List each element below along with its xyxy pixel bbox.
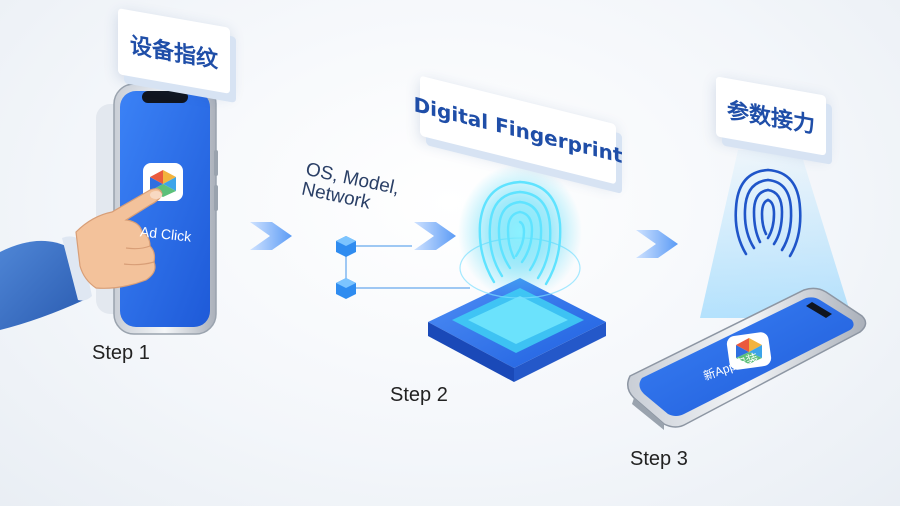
step2-label: Step 2	[390, 384, 448, 406]
phone-step3	[627, 287, 867, 430]
step1-label: Step 1	[92, 342, 150, 364]
label-card-text: 参数接力	[726, 98, 815, 139]
fingerprint-icon	[458, 164, 582, 300]
cube-node-icon	[336, 236, 356, 257]
fingerprint-icon	[734, 168, 802, 258]
chevron-right-icon	[250, 222, 292, 250]
cube-node-icon	[336, 278, 356, 299]
chevron-right-icon	[414, 222, 456, 250]
attribute-connectors	[345, 245, 470, 289]
chevron-right-icon	[636, 230, 678, 258]
step3-label: Step 3	[630, 448, 688, 470]
app-logo-icon	[726, 332, 772, 370]
label-card-text: 设备指纹	[129, 33, 218, 74]
projection-beam	[700, 150, 852, 318]
phone-step1	[96, 83, 218, 335]
pointing-hand-icon	[0, 188, 163, 330]
